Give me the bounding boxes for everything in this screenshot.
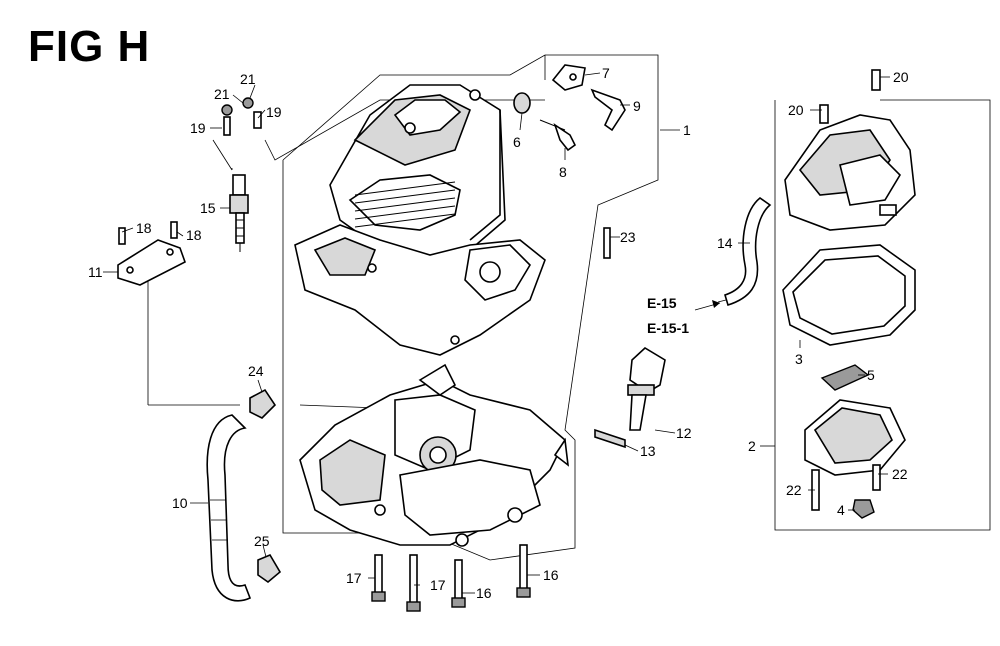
callout-14: 14: [717, 235, 733, 251]
fuel-hose: [724, 197, 772, 307]
callout-18-a: 18: [136, 220, 152, 236]
callout-11: 11: [88, 264, 103, 280]
callout-16-b: 16: [543, 567, 559, 583]
callout-17-a: 17: [346, 570, 362, 586]
bolts-19-21: [212, 97, 262, 171]
callout-labels: 21 21 19 19 15 18 18 11 6 7 8 9 1 23 24 …: [88, 65, 909, 601]
callout-4: 4: [837, 502, 845, 518]
crankcase: [299, 363, 570, 547]
callout-21-b: 21: [214, 86, 230, 102]
engine-cylinder-block: [294, 84, 546, 356]
callout-1: 1: [683, 122, 691, 138]
sensor-connector: [594, 347, 666, 449]
callout-9: 9: [633, 98, 641, 114]
callout-18-b: 18: [186, 227, 202, 243]
bolts-16-17-23: [371, 227, 611, 612]
callout-23: 23: [620, 229, 636, 245]
callout-15: 15: [200, 200, 216, 216]
hose-clamps: [249, 388, 282, 584]
breather-hose: [206, 414, 252, 602]
callout-13: 13: [640, 443, 656, 459]
callout-12: 12: [676, 425, 692, 441]
callout-21-a: 21: [240, 71, 256, 87]
air-filter-element: [820, 364, 870, 391]
reference-e15-1: E-15-1: [647, 320, 689, 336]
callout-3: 3: [795, 351, 803, 367]
air-cleaner-gasket: [782, 244, 916, 346]
air-cleaner-cover: [784, 69, 916, 231]
callout-19-b: 19: [190, 120, 206, 136]
governor-arm-parts: [513, 64, 626, 152]
callout-20-b: 20: [893, 69, 909, 85]
callout-19-a: 19: [266, 104, 282, 120]
callout-24: 24: [248, 363, 264, 379]
callout-20-a: 20: [788, 102, 804, 118]
callout-10: 10: [172, 495, 188, 511]
callout-22-a: 22: [786, 482, 802, 498]
reference-labels: E-15 E-15-1: [647, 295, 721, 336]
callout-25: 25: [254, 533, 270, 549]
callout-6: 6: [513, 134, 521, 150]
spark-plug: [229, 174, 249, 252]
callout-8: 8: [559, 164, 567, 180]
callout-16-a: 16: [476, 585, 492, 601]
cover-plate: [117, 221, 186, 286]
figure-title: FIG H: [28, 22, 151, 71]
callout-2: 2: [748, 438, 756, 454]
reference-e15: E-15: [647, 295, 677, 311]
leader-lines: [103, 72, 890, 594]
callout-22-b: 22: [892, 466, 908, 482]
air-cleaner-case: [804, 399, 906, 519]
callout-5: 5: [867, 367, 875, 383]
callout-7: 7: [602, 65, 610, 81]
callout-17-b: 17: [430, 577, 446, 593]
